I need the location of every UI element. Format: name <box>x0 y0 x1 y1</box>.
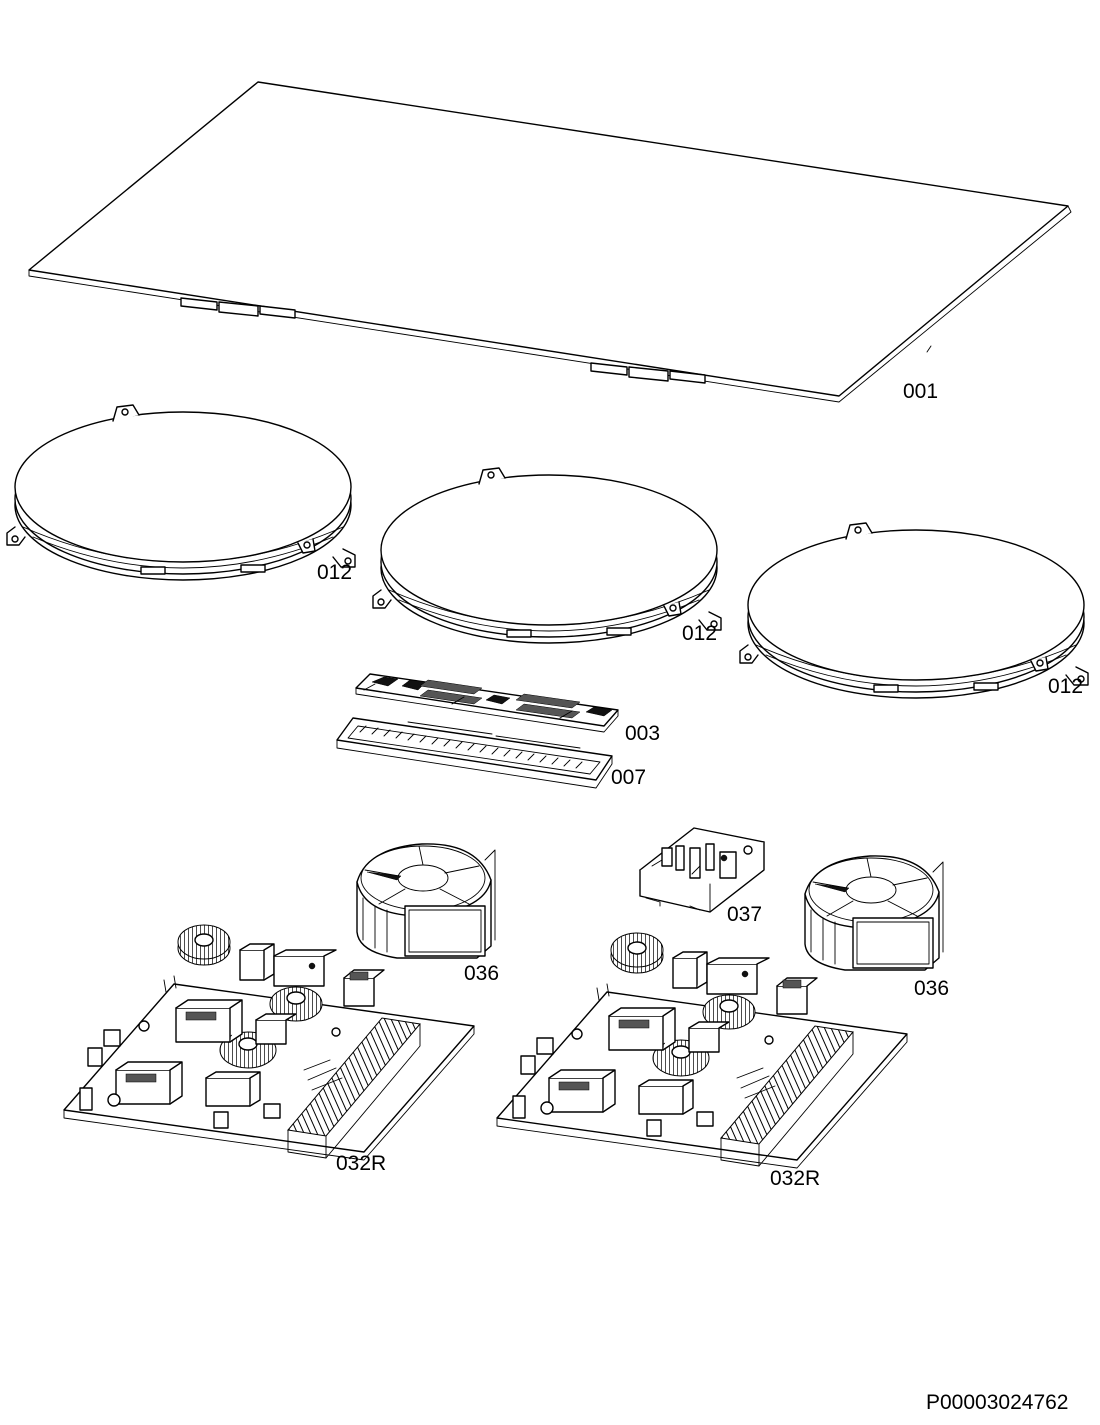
filter-board <box>639 827 765 913</box>
induction-coil-left <box>6 404 356 581</box>
induction-coil-middle <box>372 467 722 644</box>
part-label-036-left: 036 <box>464 962 499 985</box>
part-label-001: 001 <box>903 380 938 403</box>
part-label-032r-right: 032R <box>770 1167 820 1190</box>
cooling-fan-right <box>804 855 944 971</box>
part-label-037: 037 <box>727 903 762 926</box>
part-label-012-left: 012 <box>317 561 352 584</box>
control-board-frame <box>336 717 613 789</box>
part-label-036-right: 036 <box>914 977 949 1000</box>
part-label-003: 003 <box>625 722 660 745</box>
touch-control-board <box>355 673 619 733</box>
induction-coil-right <box>739 522 1089 699</box>
drawing-reference-number: P00003024762 <box>926 1391 1068 1414</box>
glass-top-panel <box>28 81 1072 403</box>
part-label-032r-left: 032R <box>336 1152 386 1175</box>
power-board-left <box>63 924 475 1161</box>
part-label-012-middle: 012 <box>682 622 717 645</box>
part-label-012-right: 012 <box>1048 675 1083 698</box>
cooling-fan-left <box>356 843 496 959</box>
part-label-007: 007 <box>611 766 646 789</box>
